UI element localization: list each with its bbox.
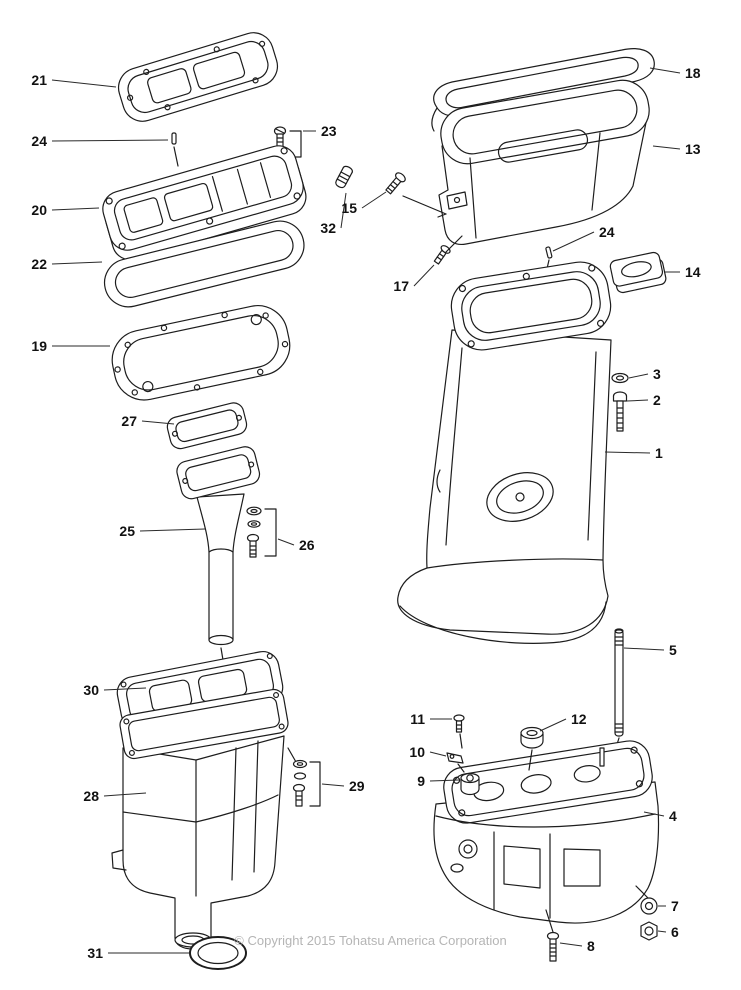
callout-label-8: 8 — [587, 938, 595, 954]
part-29-bolt-washers — [287, 747, 321, 807]
callout-label-21: 21 — [31, 72, 47, 88]
callout-label-22: 22 — [31, 256, 47, 272]
part-14-bracket — [609, 251, 667, 294]
callout-label-7: 7 — [671, 898, 679, 914]
part-2-bolt — [612, 391, 628, 432]
callout-label-29: 29 — [349, 778, 365, 794]
callout-line-25 — [139, 528, 206, 532]
part-32-plug — [335, 165, 353, 189]
callout-label-24: 24 — [599, 224, 615, 240]
part-15-bolt — [385, 172, 447, 215]
callout-label-25: 25 — [119, 523, 135, 539]
part-8-bolt — [545, 909, 560, 962]
callout-label-6: 6 — [671, 924, 679, 940]
part-6-nut — [640, 921, 658, 941]
callout-label-10: 10 — [409, 744, 425, 760]
callout-line-8 — [559, 942, 583, 947]
copyright-text: © Copyright 2015 Tohatsu America Corpora… — [234, 933, 507, 948]
callout-line-26 — [277, 538, 295, 546]
callout-line-6 — [657, 930, 667, 933]
callout-line-2 — [626, 399, 649, 402]
part-1-drive-shaft-housing — [397, 261, 612, 644]
callout-label-32: 32 — [320, 220, 336, 236]
callout-label-17: 17 — [393, 278, 409, 294]
callout-line-27 — [141, 420, 175, 425]
callout-line-10 — [429, 751, 447, 757]
part-19-gasket — [111, 305, 291, 401]
callout-label-20: 20 — [31, 202, 47, 218]
callout-line-17 — [413, 264, 435, 287]
callout-line-13 — [652, 145, 681, 150]
callout-line-21 — [51, 79, 117, 88]
part-21-gasket — [117, 32, 279, 122]
part-26-bolt-washers — [246, 506, 277, 558]
callout-line-3 — [628, 373, 649, 379]
callout-label-13: 13 — [685, 141, 701, 157]
callout-label-14: 14 — [685, 264, 701, 280]
callout-label-12: 12 — [571, 711, 587, 727]
callout-label-27: 27 — [121, 413, 137, 429]
callout-line-30 — [103, 687, 147, 691]
callout-label-23: 23 — [321, 123, 337, 139]
callout-label-15: 15 — [341, 200, 357, 216]
part-17-bolt — [433, 235, 463, 265]
part-12-grommet — [520, 726, 544, 771]
callout-line-9 — [429, 779, 460, 782]
callout-label-11: 11 — [410, 711, 425, 727]
callout-line-18 — [649, 67, 681, 74]
callout-label-5: 5 — [669, 642, 677, 658]
callout-label-30: 30 — [83, 682, 99, 698]
callout-label-26: 26 — [299, 537, 315, 553]
part-24-pin-left — [171, 132, 179, 167]
callout-line-20 — [51, 207, 100, 211]
part-7-washer — [640, 897, 658, 915]
part-20-base-plate — [102, 145, 307, 261]
callout-label-24: 24 — [31, 133, 47, 149]
part-4-extension-housing — [433, 740, 660, 924]
callout-label-3: 3 — [653, 366, 661, 382]
callout-line-1 — [604, 451, 651, 454]
part-11-bolt — [453, 714, 465, 749]
callout-label-28: 28 — [83, 788, 99, 804]
part-22-seal — [103, 220, 305, 308]
callout-line-22 — [51, 261, 103, 265]
callout-label-2: 2 — [653, 392, 661, 408]
callout-line-24 — [552, 231, 595, 252]
callout-line-15 — [361, 191, 387, 209]
callout-label-9: 9 — [417, 773, 425, 789]
part-25-exhaust-tube — [176, 446, 261, 661]
part-13-cover — [437, 79, 650, 246]
callout-label-1: 1 — [655, 445, 663, 461]
callout-label-18: 18 — [685, 65, 701, 81]
callout-line-5 — [623, 647, 665, 651]
part-3-washer — [611, 372, 629, 384]
callout-line-12 — [539, 718, 567, 732]
callout-line-4 — [643, 811, 665, 817]
part-27-gasket — [166, 402, 248, 450]
callout-label-19: 19 — [31, 338, 47, 354]
callout-line-29 — [321, 783, 345, 787]
part-9-grommet — [460, 772, 480, 796]
callout-label-31: 31 — [87, 945, 103, 961]
callout-line-32 — [340, 192, 347, 229]
callout-line-28 — [103, 792, 147, 797]
callout-line-24 — [51, 139, 169, 142]
part-28-muffler — [111, 688, 289, 950]
callout-label-4: 4 — [669, 808, 677, 824]
part-31-seal-ring — [189, 936, 247, 970]
part-10-plate — [446, 752, 465, 773]
